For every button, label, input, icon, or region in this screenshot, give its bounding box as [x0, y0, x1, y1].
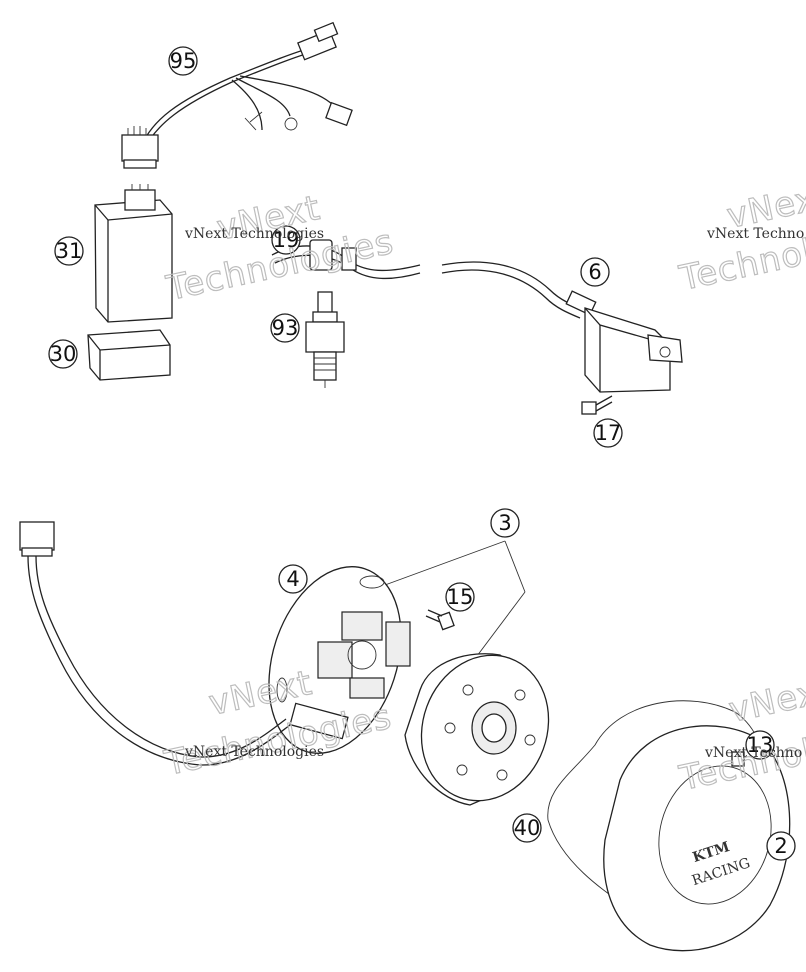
- watermark-company-cut: vNext Techno: [706, 226, 804, 242]
- wiring-harness-part: [121, 21, 353, 169]
- flywheel-rotor-part: [404, 653, 550, 806]
- spark-plug-part: [305, 291, 345, 388]
- callout-19: 19: [271, 225, 301, 255]
- callout-30: 30: [48, 339, 78, 369]
- ignition-cover-part: KTM RACING: [603, 725, 791, 952]
- stator-part: [268, 566, 411, 754]
- callout-13: 13: [745, 730, 775, 760]
- callout-95-label: 95: [170, 49, 197, 73]
- watermark-top-right: Technologies vNext vNext Techno: [675, 175, 806, 299]
- spark-plug-cap-part: [271, 239, 421, 280]
- coil-screw-part: [581, 395, 613, 415]
- callout-17: 17: [593, 418, 623, 448]
- stator-screw-part: [425, 609, 455, 631]
- callout-40: 40: [512, 813, 542, 843]
- callout-4-label: 4: [286, 567, 299, 591]
- callout-13-label: 13: [747, 733, 774, 757]
- callout-15: 15: [445, 582, 475, 612]
- watermark-company: vNext Technologies: [184, 226, 324, 242]
- callout-93: 93: [270, 313, 300, 343]
- callout-6-label: 6: [588, 260, 601, 284]
- callout-17-label: 17: [595, 421, 622, 445]
- callout-93-label: 93: [272, 316, 299, 340]
- callout-6: 6: [580, 257, 610, 287]
- watermark-top-left: Technologies vNext vNext Technologies: [162, 187, 398, 309]
- callout-2: 2: [766, 831, 796, 861]
- rubber-holder-part: [87, 329, 171, 381]
- cover-screw-part: [731, 751, 745, 767]
- callout-19-label: 19: [273, 228, 300, 252]
- callout-4: 4: [278, 564, 308, 594]
- callout-3-label: 3: [498, 511, 511, 535]
- stator-cable-part: [19, 521, 291, 766]
- callout-40-label: 40: [514, 816, 541, 840]
- ignition-coil-part: [441, 261, 683, 393]
- callout-31-label: 31: [56, 239, 83, 263]
- callout-15-label: 15: [447, 585, 474, 609]
- callout-2-label: 2: [774, 834, 787, 858]
- callout-3: 3: [490, 508, 520, 538]
- watermark-big-top: vNext: [726, 670, 806, 731]
- watermark-company: vNext Technologies: [184, 744, 324, 760]
- cdi-unit-part: [94, 184, 173, 323]
- callout-31: 31: [54, 236, 84, 266]
- watermark-company-cut: vNext Techno: [704, 745, 802, 761]
- callout-95: 95: [168, 46, 198, 76]
- callout-30-label: 30: [50, 342, 77, 366]
